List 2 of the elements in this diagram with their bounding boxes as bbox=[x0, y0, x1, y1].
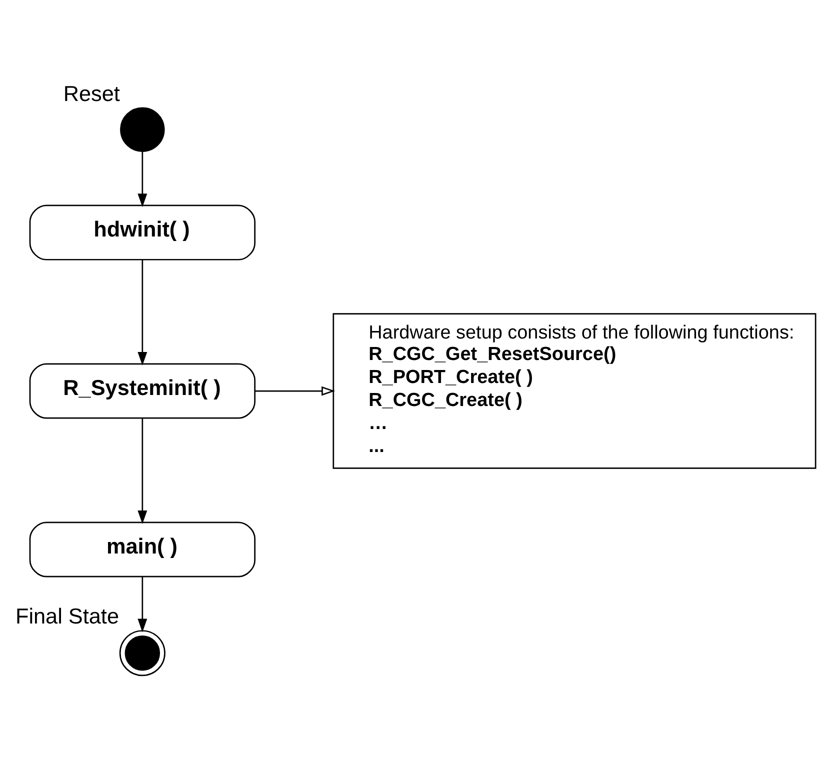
node-label: Final State bbox=[14, 603, 119, 628]
node-label: Reset bbox=[62, 80, 120, 106]
